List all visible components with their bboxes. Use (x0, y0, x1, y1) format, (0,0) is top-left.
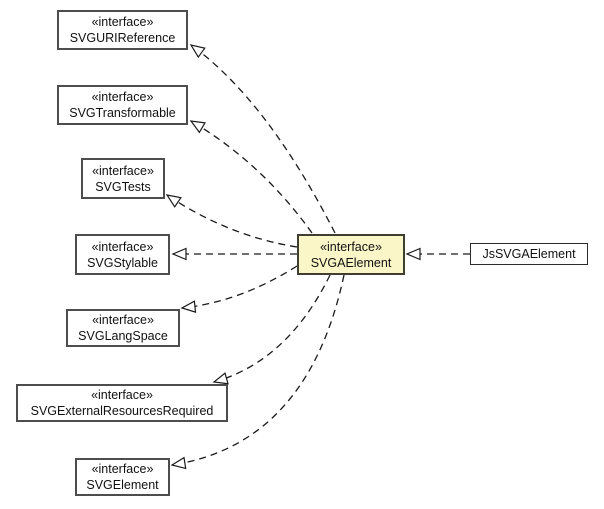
edge-realizes-svgurireference (189, 44, 336, 234)
class-name-label: SVGURIReference (69, 31, 176, 45)
stereotype-label: «interface» (320, 239, 382, 254)
class-name-label: SVGTests (95, 179, 151, 194)
edge-realizes-svglangspace (180, 265, 298, 313)
class-name-label: JsSVGAElement (482, 247, 576, 261)
stereotype-label: «interface» (91, 90, 154, 104)
edge-realizes-svgexternalresourcesrequired (212, 274, 331, 385)
edge-realizes-svgelement (170, 274, 345, 470)
node-svgaelement[interactable]: «interface» SVGAElement (297, 234, 405, 275)
node-svgtransformable[interactable]: «interface» SVGTransformable (57, 85, 188, 125)
stereotype-label: «interface» (91, 388, 153, 402)
node-svgexternalresourcesrequired[interactable]: «interface» SVGExternalResourcesRequired (16, 384, 228, 422)
class-name-label: SVGAElement (310, 255, 392, 270)
node-svgstylable[interactable]: «interface» SVGStylable (75, 234, 170, 275)
class-name-label: SVGStylable (87, 255, 158, 270)
class-name-label: SVGLangSpace (78, 329, 168, 343)
class-name-label: SVGTransformable (69, 106, 176, 120)
class-name-label: SVGElement (86, 478, 159, 492)
stereotype-label: «interface» (92, 163, 154, 178)
node-svgtests[interactable]: «interface» SVGTests (81, 158, 165, 199)
edge-realizes-svgtransformable (189, 120, 313, 234)
node-svglangspace[interactable]: «interface» SVGLangSpace (66, 309, 180, 347)
stereotype-label: «interface» (91, 15, 154, 29)
node-jssvgaelement[interactable]: JsSVGAElement (470, 243, 588, 265)
edge-realizes-svgtests (165, 194, 298, 248)
node-svgelement[interactable]: «interface» SVGElement (75, 458, 170, 496)
stereotype-label: «interface» (92, 313, 154, 327)
stereotype-label: «interface» (91, 239, 154, 254)
stereotype-label: «interface» (91, 462, 154, 476)
node-svgurireference[interactable]: «interface» SVGURIReference (57, 10, 188, 50)
class-name-label: SVGExternalResourcesRequired (30, 404, 214, 418)
